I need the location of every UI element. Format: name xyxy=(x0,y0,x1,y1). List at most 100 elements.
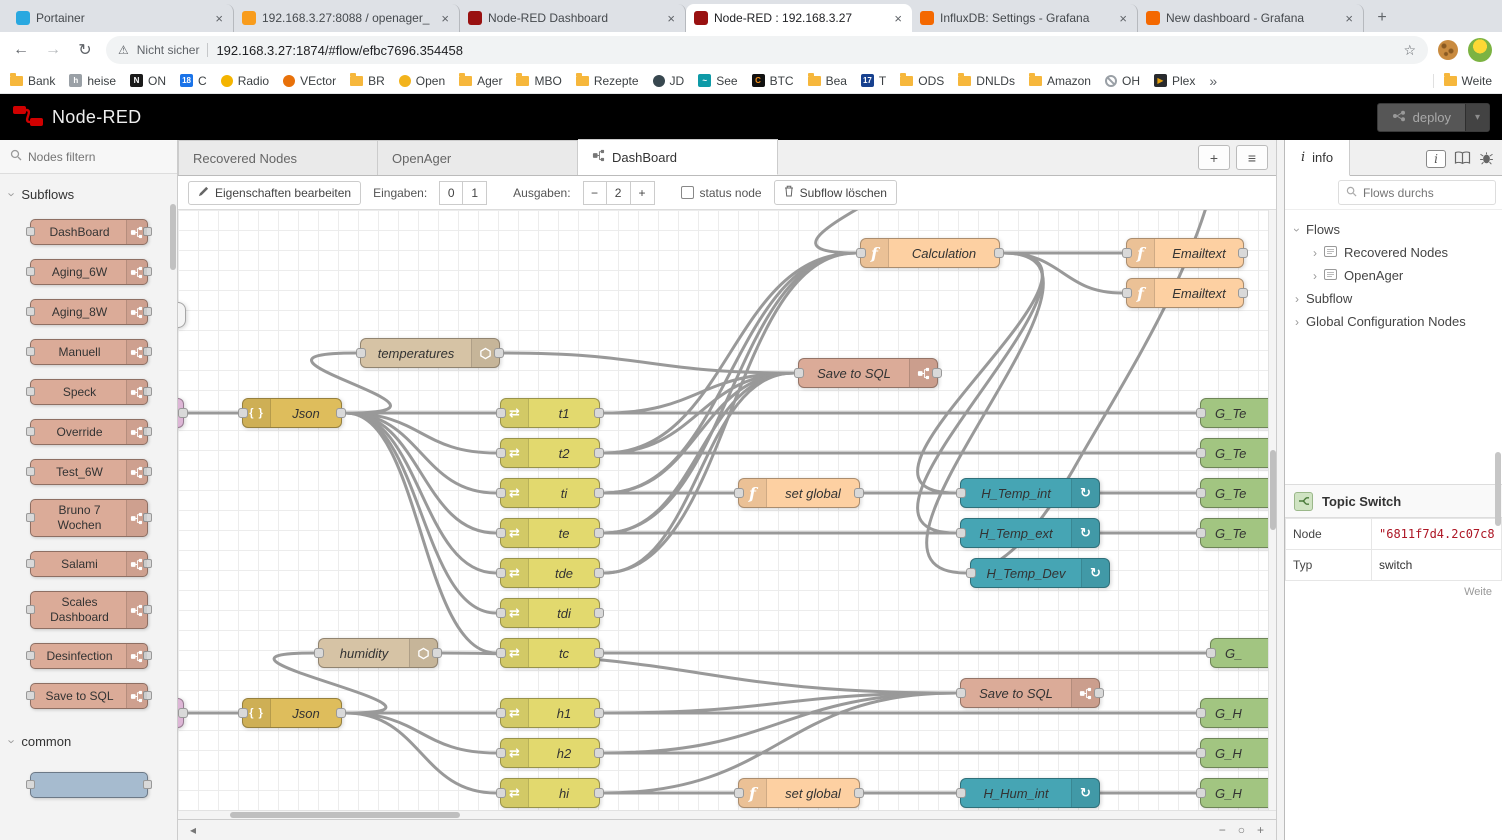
tab-close-icon[interactable]: × xyxy=(1343,11,1355,26)
palette-node[interactable]: DashBoard xyxy=(30,219,148,245)
tab-close-icon[interactable]: × xyxy=(892,11,904,26)
input-port[interactable] xyxy=(496,708,506,718)
outputs-increment-button[interactable]: + xyxy=(631,181,655,205)
wire[interactable] xyxy=(604,253,856,453)
input-port[interactable] xyxy=(856,248,866,258)
bookmark-item[interactable]: 18C xyxy=(180,74,207,88)
input-port[interactable] xyxy=(1122,288,1132,298)
flow-node-tdi[interactable]: ⇄tdi xyxy=(500,598,600,628)
bookmark-item[interactable]: BR xyxy=(350,74,385,88)
new-tab-icon[interactable]: + xyxy=(1370,6,1394,30)
add-flow-button[interactable]: + xyxy=(1198,145,1230,170)
bookmark-item[interactable]: Ager xyxy=(459,74,502,88)
input-port[interactable] xyxy=(1196,408,1206,418)
deploy-options-caret[interactable]: ▾ xyxy=(1465,104,1489,131)
bookmark-item[interactable]: OH xyxy=(1105,74,1140,88)
input-port[interactable] xyxy=(496,788,506,798)
bookmark-item[interactable]: CBTC xyxy=(752,74,794,88)
more-info-link[interactable]: Weite xyxy=(1285,581,1502,603)
deploy-button[interactable]: deploy ▾ xyxy=(1377,103,1490,132)
outputs-decrement-button[interactable]: − xyxy=(583,181,607,205)
delete-subflow-button[interactable]: Subflow löschen xyxy=(774,180,897,205)
input-port[interactable] xyxy=(794,368,804,378)
flow-node-emailtext[interactable]: fEmailtext xyxy=(1126,238,1244,268)
output-port[interactable] xyxy=(336,408,346,418)
flow-node-t2[interactable]: ⇄t2 xyxy=(500,438,600,468)
debug-bug-icon[interactable] xyxy=(1479,151,1494,168)
palette-node[interactable]: Manuell xyxy=(30,339,148,365)
flow-search[interactable] xyxy=(1338,180,1496,205)
flow-node-calculation[interactable]: fCalculation xyxy=(860,238,1000,268)
output-port[interactable] xyxy=(932,368,942,378)
flow-node-h2[interactable]: ⇄h2 xyxy=(500,738,600,768)
output-port[interactable] xyxy=(594,648,604,658)
flow-node-g-h[interactable]: G_H xyxy=(1200,738,1276,768)
bookmark-item[interactable]: 17T xyxy=(861,74,886,88)
input-port[interactable] xyxy=(956,788,966,798)
flow-node-t1[interactable]: ⇄t1 xyxy=(500,398,600,428)
bookmark-star-icon[interactable]: ☆ xyxy=(1403,42,1416,59)
bookmark-item[interactable]: DNLDs xyxy=(958,74,1015,88)
output-port[interactable] xyxy=(594,788,604,798)
input-port[interactable] xyxy=(356,348,366,358)
output-port[interactable] xyxy=(432,648,442,658)
flow-node-h1[interactable]: ⇄h1 xyxy=(500,698,600,728)
output-port[interactable] xyxy=(336,708,346,718)
input-port[interactable] xyxy=(496,608,506,618)
input-port[interactable] xyxy=(496,568,506,578)
bookmark-item[interactable]: Amazon xyxy=(1029,74,1091,88)
flow-node-edge2[interactable] xyxy=(178,698,184,728)
palette-node[interactable]: Override xyxy=(30,419,148,445)
inputs-1-button[interactable]: 1 xyxy=(463,181,487,205)
bookmark-item[interactable]: Open xyxy=(399,74,445,88)
tab-close-icon[interactable]: × xyxy=(1117,11,1129,26)
input-port[interactable] xyxy=(1196,788,1206,798)
zoom-out-icon[interactable]: − xyxy=(1215,823,1230,837)
scrollbar-thumb[interactable] xyxy=(230,812,460,818)
help-book-icon[interactable] xyxy=(1454,151,1471,168)
flow-node-h-temp-dev[interactable]: ↻H_Temp_Dev xyxy=(970,558,1110,588)
bookmark-item[interactable]: MBO xyxy=(516,74,561,88)
output-port[interactable] xyxy=(494,348,504,358)
output-port[interactable] xyxy=(594,708,604,718)
bookmark-item[interactable]: Bank xyxy=(10,74,55,88)
palette-node[interactable]: Test_6W xyxy=(30,459,148,485)
input-port[interactable] xyxy=(956,688,966,698)
flow-canvas[interactable]: fCalculationfEmailtextfEmailtexttemperat… xyxy=(178,210,1276,810)
flow-node-h-temp-int[interactable]: ↻H_Temp_int xyxy=(960,478,1100,508)
flow-node-g-te[interactable]: G_Te xyxy=(1200,518,1276,548)
flow-node-json[interactable]: { }Json xyxy=(242,698,342,728)
scrollbar-thumb[interactable] xyxy=(1270,450,1276,530)
input-port[interactable] xyxy=(496,648,506,658)
bookmark-item[interactable]: Bea xyxy=(808,74,847,88)
bookmark-item[interactable]: NON xyxy=(130,74,166,88)
flow-node-ti[interactable]: ⇄ti xyxy=(500,478,600,508)
tree-item-recovered-nodes[interactable]: ›Recovered Nodes xyxy=(1285,241,1502,264)
flow-node-temperatures[interactable]: temperatures xyxy=(360,338,500,368)
flow-node-set-global[interactable]: fset global xyxy=(738,778,860,808)
wire[interactable] xyxy=(346,413,496,573)
palette-node[interactable]: Salami xyxy=(30,551,148,577)
palette-node[interactable]: Save to SQL xyxy=(30,683,148,709)
input-port[interactable] xyxy=(1122,248,1132,258)
zoom-reset-icon[interactable]: ○ xyxy=(1234,823,1249,837)
input-port[interactable] xyxy=(496,408,506,418)
palette-node[interactable]: Scales Dashboard xyxy=(30,591,148,629)
input-port[interactable] xyxy=(966,568,976,578)
tab-close-icon[interactable]: × xyxy=(213,11,225,26)
canvas-horizontal-scrollbar[interactable] xyxy=(178,810,1276,819)
palette-node[interactable]: Speck xyxy=(30,379,148,405)
browser-tab[interactable]: New dashboard - Grafana× xyxy=(1138,4,1364,32)
flow-node-g-te[interactable]: G_Te xyxy=(1200,438,1276,468)
flow-node-json[interactable]: { }Json xyxy=(242,398,342,428)
palette-node[interactable]: Aging_6W xyxy=(30,259,148,285)
wire[interactable] xyxy=(346,713,496,753)
flow-search-input[interactable] xyxy=(1363,186,1473,200)
bookmark-item[interactable]: ▶Plex xyxy=(1154,74,1195,88)
bookmark-item[interactable]: VEctor xyxy=(283,74,336,88)
palette-node[interactable]: Bruno 7 Wochen xyxy=(30,499,148,537)
flow-node-save-to-sql[interactable]: Save to SQL xyxy=(960,678,1100,708)
bookmark-item[interactable]: ODS xyxy=(900,74,944,88)
wire[interactable] xyxy=(346,413,496,613)
input-port[interactable] xyxy=(734,788,744,798)
